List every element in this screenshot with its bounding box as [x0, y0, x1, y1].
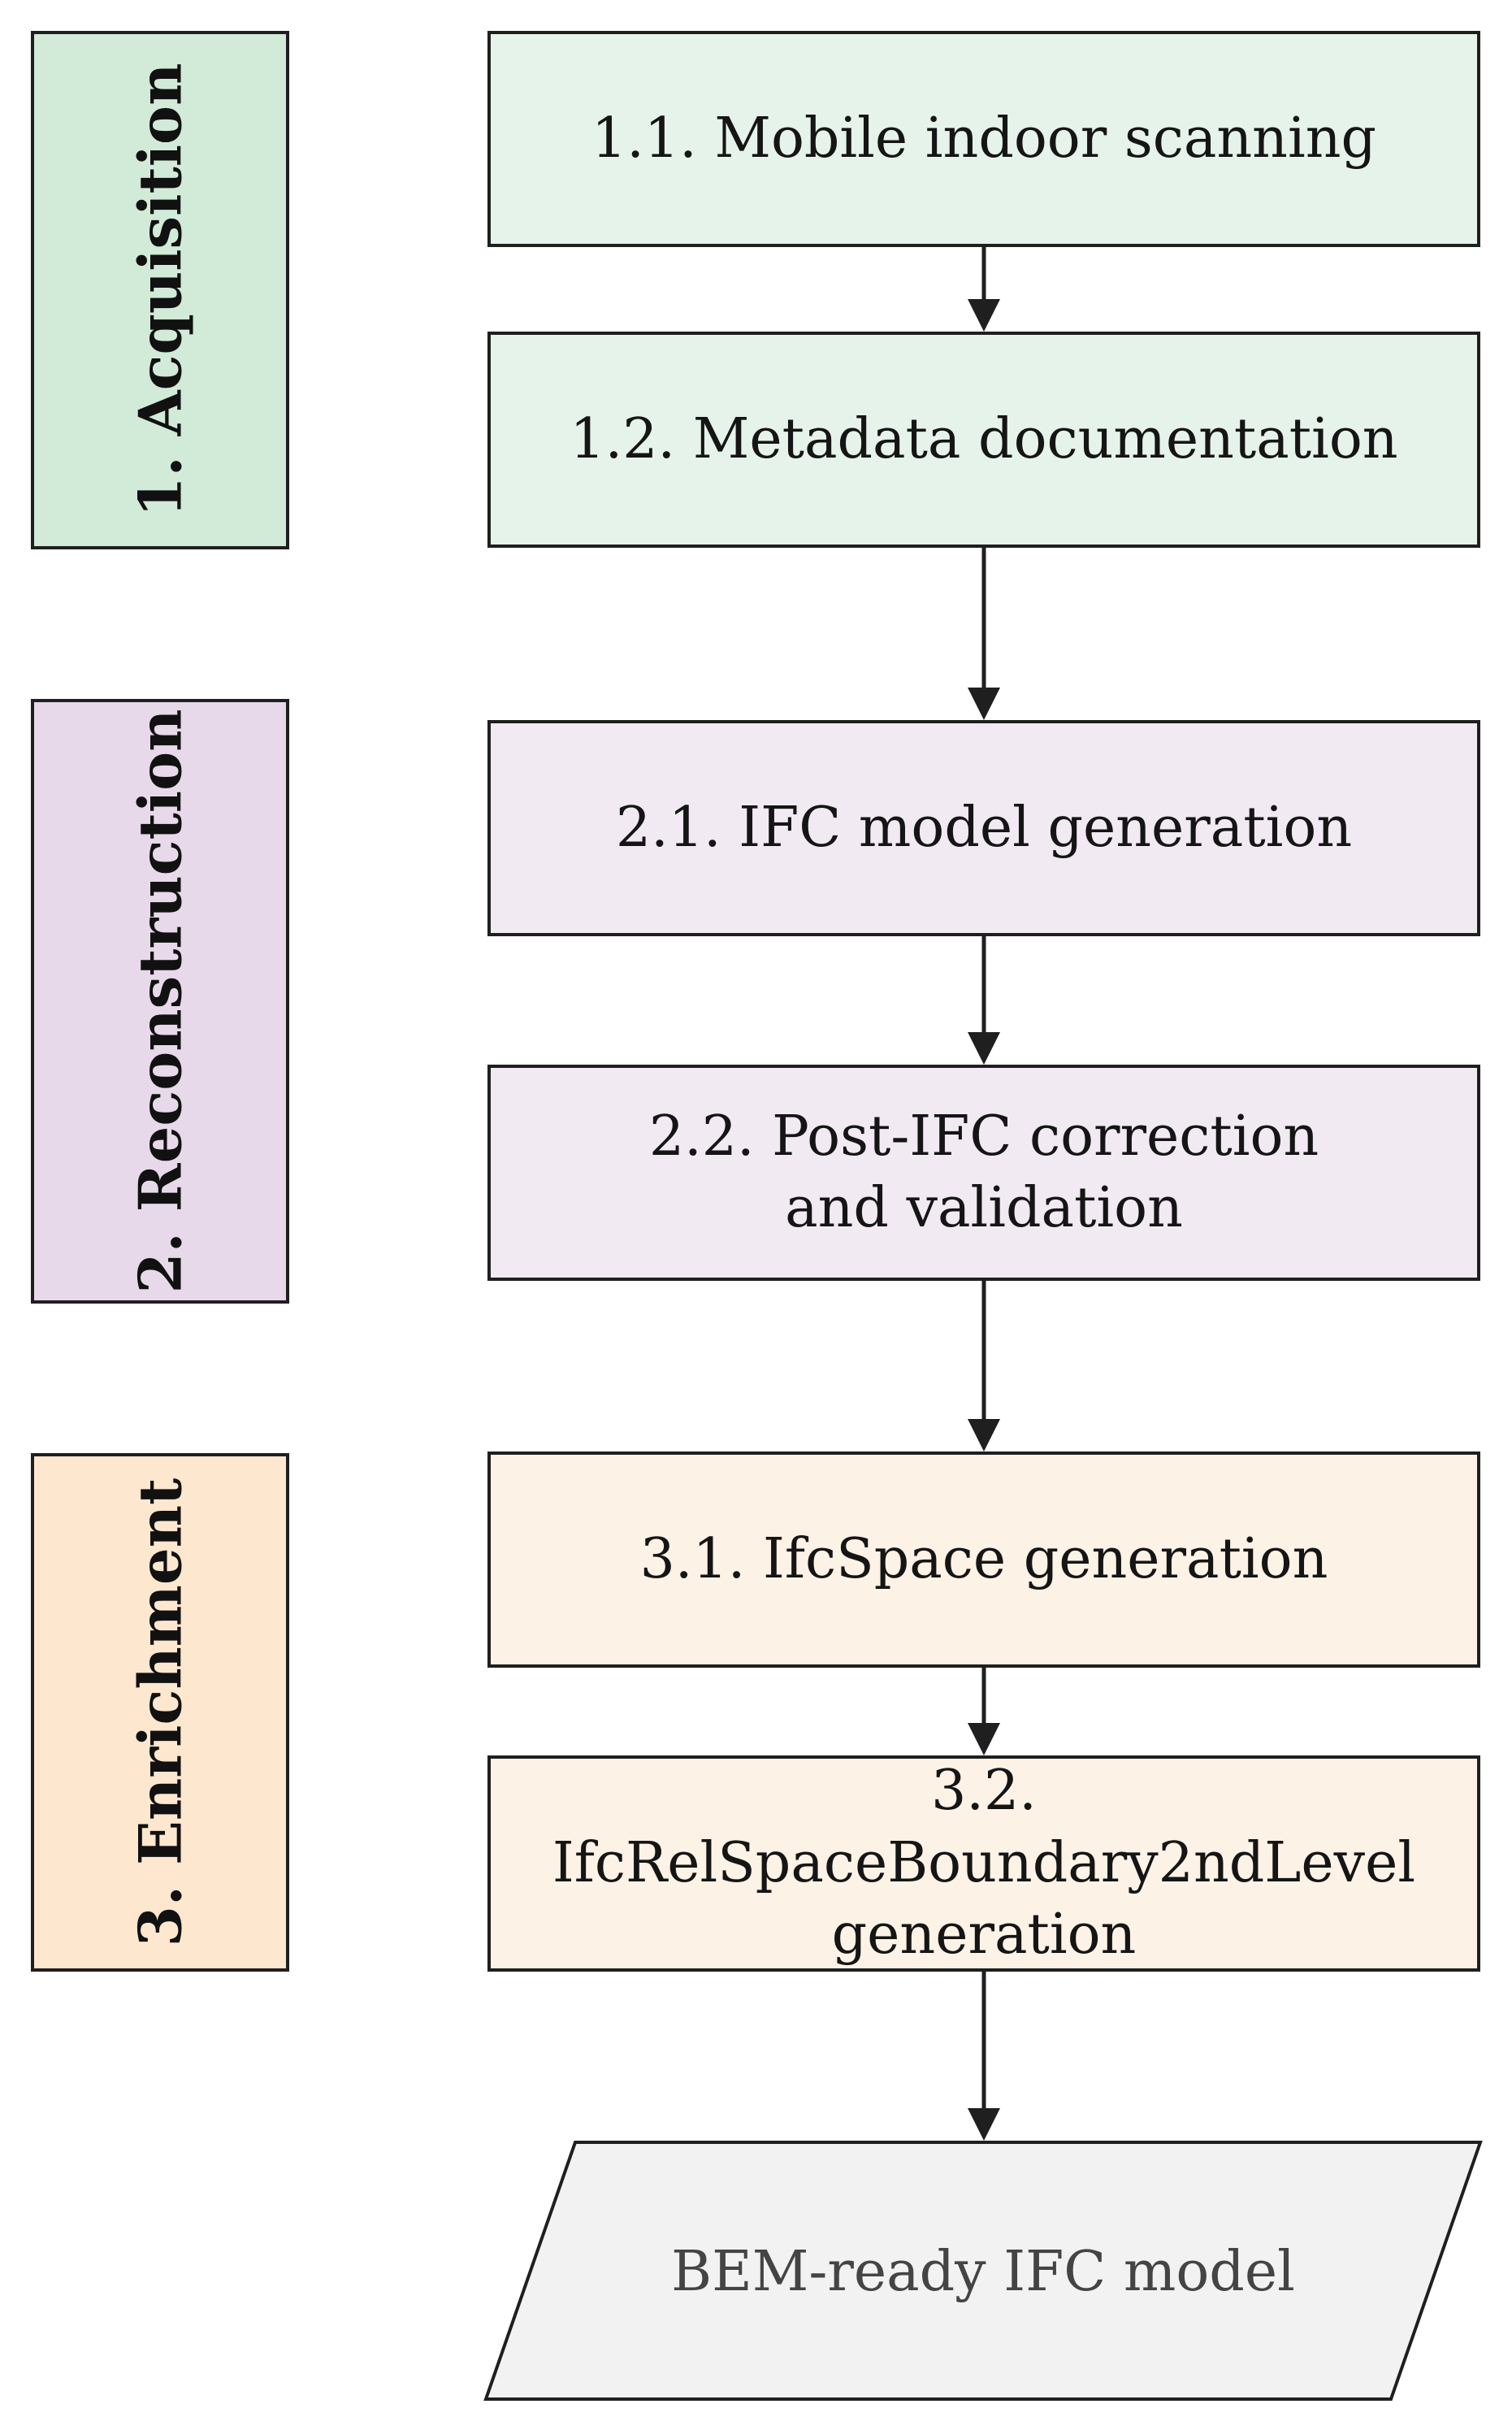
output-parallelogram	[483, 2141, 1483, 2401]
arrow-head-2	[968, 688, 1000, 720]
step-1-2: 1.2. Metadata documentation	[487, 332, 1480, 548]
step-2-2: 2.2. Post-IFC correction and validation	[487, 1065, 1480, 1281]
arrow-head-1	[968, 299, 1000, 332]
step-1-1: 1.1. Mobile indoor scanning	[487, 31, 1480, 247]
step-3-2: 3.2. IfcRelSpaceBoundary2ndLevel generat…	[487, 1755, 1480, 1972]
arrow-head-3	[968, 1032, 1000, 1065]
step-2-1-label: 2.1. IFC model generation	[615, 795, 1353, 860]
phase-acquisition: 1. Acquisition	[31, 31, 289, 549]
arrow-head-6	[968, 2108, 1000, 2141]
arrow-head-5	[968, 1723, 1000, 1755]
step-3-1: 3.1. IfcSpace generation	[487, 1451, 1480, 1668]
step-1-1-label: 1.1. Mobile indoor scanning	[591, 106, 1377, 171]
arrow-head-4	[968, 1419, 1000, 1451]
step-2-2-label: 2.2. Post-IFC correction and validation	[648, 1104, 1319, 1240]
step-1-2-label: 1.2. Metadata documentation	[570, 406, 1398, 471]
output-label: BEM-ready IFC model	[671, 2240, 1295, 2304]
phase-reconstruction: 2. Reconstruction	[31, 699, 289, 1304]
phase-enrichment: 3. Enrichment	[31, 1453, 289, 1972]
step-3-1-label: 3.1. IfcSpace generation	[639, 1526, 1328, 1591]
step-3-2-label: 3.2. IfcRelSpaceBoundary2ndLevel generat…	[552, 1759, 1416, 1968]
step-2-1: 2.1. IFC model generation	[487, 720, 1480, 936]
